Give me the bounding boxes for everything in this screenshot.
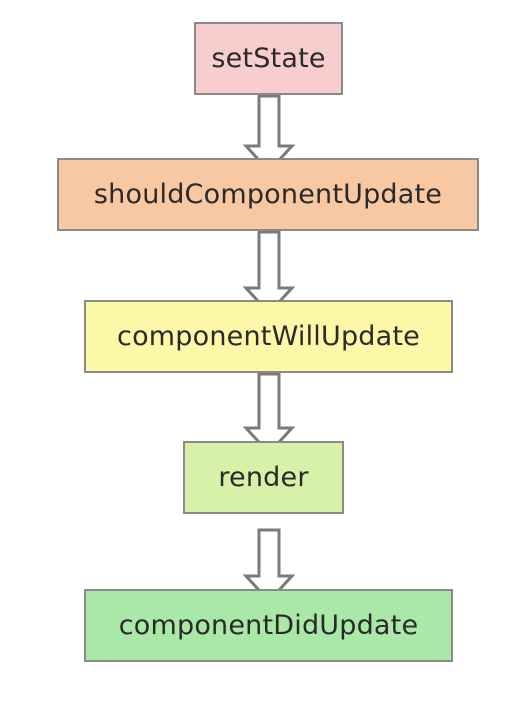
should-component-update-label: shouldComponentUpdate <box>93 179 443 210</box>
arrow-componentwillupdate-to-render <box>242 372 296 456</box>
render-label: render <box>218 462 309 493</box>
component-will-update-label: componentWillUpdate <box>117 321 420 352</box>
setstate-label: setState <box>211 43 326 74</box>
component-did-update-node: componentDidUpdate <box>84 589 453 662</box>
setstate-node: setState <box>194 22 343 95</box>
should-component-update-node: shouldComponentUpdate <box>57 158 479 231</box>
arrow-render-to-componentdidupdate <box>242 528 296 604</box>
component-did-update-label: componentDidUpdate <box>118 610 419 641</box>
component-will-update-node: componentWillUpdate <box>84 300 453 373</box>
render-node: render <box>183 441 344 514</box>
